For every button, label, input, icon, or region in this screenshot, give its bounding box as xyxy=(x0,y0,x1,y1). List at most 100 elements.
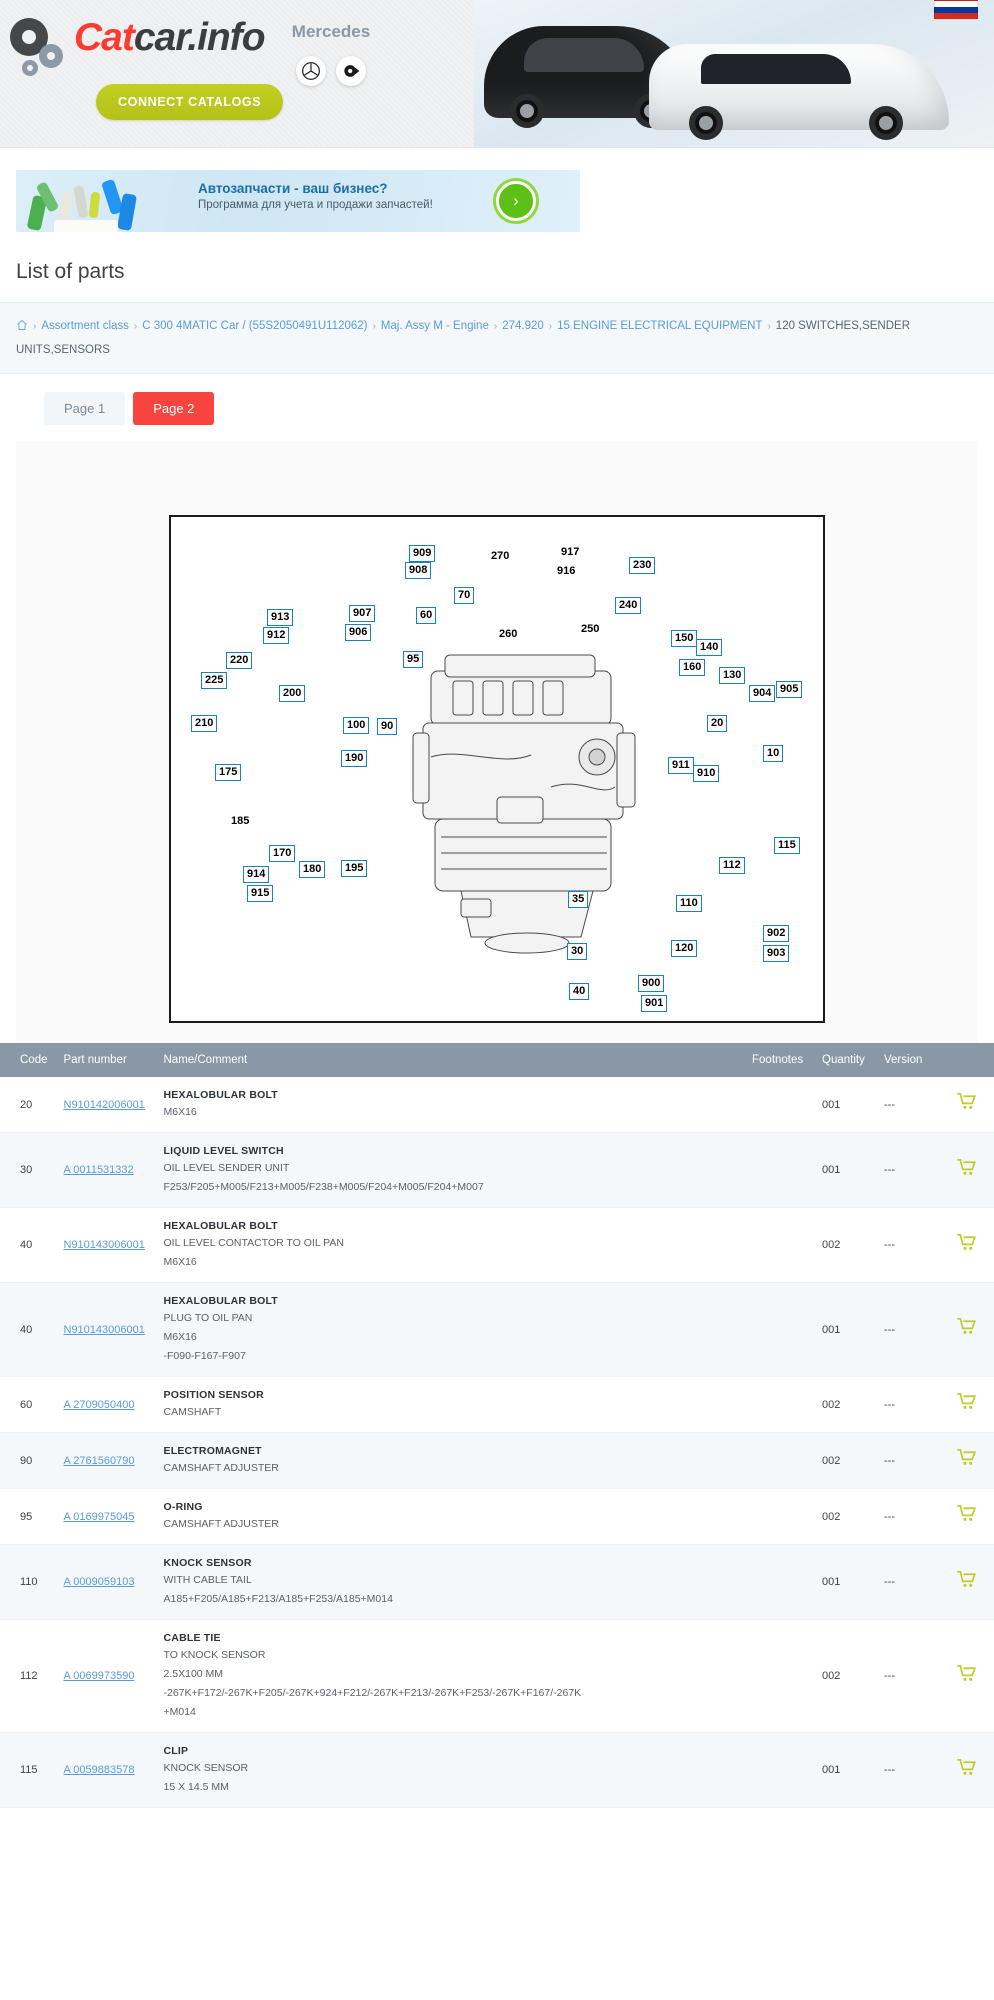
diagram-callout-175[interactable]: 175 xyxy=(215,764,242,781)
diagram-callout-95[interactable]: 95 xyxy=(403,651,424,668)
col-version[interactable]: Version xyxy=(876,1043,938,1077)
part-number-link[interactable]: N910142006001 xyxy=(63,1098,145,1111)
part-number-link[interactable]: A 0169975045 xyxy=(63,1510,135,1523)
diagram-callout-112[interactable]: 112 xyxy=(719,857,745,874)
diagram-callout-912[interactable]: 912 xyxy=(263,627,290,644)
diagram-callout-30[interactable]: 30 xyxy=(567,943,588,960)
shopping-cart-icon[interactable] xyxy=(956,1448,976,1472)
breadcrumb-item-4[interactable]: 15 ENGINE ELECTRICAL EQUIPMENT xyxy=(557,320,763,332)
part-number-link[interactable]: A 2761560790 xyxy=(63,1454,135,1467)
shopping-cart-icon[interactable] xyxy=(956,1392,976,1416)
shopping-cart-icon[interactable] xyxy=(956,1504,976,1528)
diagram-callout-913[interactable]: 913 xyxy=(267,609,294,626)
diagram-callout-160[interactable]: 160 xyxy=(679,659,706,676)
diagram-callout-902[interactable]: 902 xyxy=(763,925,790,942)
diagram-callout-270[interactable]: 270 xyxy=(491,550,510,562)
shopping-cart-icon[interactable] xyxy=(956,1233,976,1257)
diagram-callout-904[interactable]: 904 xyxy=(749,685,776,702)
diagram-callout-230[interactable]: 230 xyxy=(629,557,656,574)
part-number-link[interactable]: A 2709050400 xyxy=(63,1398,135,1411)
breadcrumb-item-2[interactable]: Maj. Assy M - Engine xyxy=(380,320,489,332)
connect-catalogs-button[interactable]: CONNECT CATALOGS xyxy=(96,84,284,120)
shopping-cart-icon[interactable] xyxy=(956,1664,976,1688)
diagram-callout-60[interactable]: 60 xyxy=(416,607,437,624)
diagram-callout-40[interactable]: 40 xyxy=(569,983,590,1000)
col-part[interactable]: Part number xyxy=(55,1043,156,1077)
col-name[interactable]: Name/Comment xyxy=(155,1043,744,1077)
diagram-callout-140[interactable]: 140 xyxy=(696,639,723,656)
shopping-cart-icon[interactable] xyxy=(956,1317,976,1341)
breadcrumb-item-0[interactable]: Assortment class xyxy=(41,320,129,332)
diagram-callout-220[interactable]: 220 xyxy=(226,652,253,669)
col-code[interactable]: Code xyxy=(0,1043,56,1077)
shopping-cart-icon[interactable] xyxy=(956,1092,976,1116)
smart-logo-icon[interactable] xyxy=(336,56,366,86)
diagram-callout-909[interactable]: 909 xyxy=(409,545,436,562)
diagram-callout-150[interactable]: 150 xyxy=(671,630,698,647)
home-icon[interactable] xyxy=(16,317,28,339)
diagram-callout-260[interactable]: 260 xyxy=(499,628,518,640)
part-number-link[interactable]: A 0011531332 xyxy=(63,1164,134,1176)
site-logo[interactable]: Catcar.info xyxy=(8,12,266,80)
shopping-cart-icon[interactable] xyxy=(956,1158,976,1182)
mercedes-star-icon[interactable] xyxy=(296,56,326,86)
diagram-callout-916[interactable]: 916 xyxy=(557,565,576,577)
diagram-callout-130[interactable]: 130 xyxy=(719,667,746,684)
diagram-callout-225[interactable]: 225 xyxy=(201,672,228,689)
diagram-callout-250[interactable]: 250 xyxy=(581,623,600,635)
diagram-callout-110[interactable]: 110 xyxy=(676,895,702,912)
diagram-callout-90[interactable]: 90 xyxy=(377,718,398,735)
diagram-callout-915[interactable]: 915 xyxy=(247,885,274,902)
part-number-link[interactable]: A 0059883578 xyxy=(63,1764,135,1776)
diagram-callout-200[interactable]: 200 xyxy=(279,685,306,702)
diagram-callout-195[interactable]: 195 xyxy=(341,860,368,877)
diagram-callout-906[interactable]: 906 xyxy=(345,624,372,641)
col-footnotes[interactable]: Footnotes xyxy=(744,1043,814,1077)
diagram-callout-914[interactable]: 914 xyxy=(243,866,270,883)
diagram-callout-185[interactable]: 185 xyxy=(231,815,250,827)
diagram-callout-190[interactable]: 190 xyxy=(341,750,368,767)
diagram-callout-903[interactable]: 903 xyxy=(763,945,790,962)
part-number-link[interactable]: A 0009059103 xyxy=(63,1576,135,1588)
diagram-callout-908[interactable]: 908 xyxy=(405,562,432,579)
diagram-callout-115[interactable]: 115 xyxy=(774,837,800,854)
breadcrumb-item-3[interactable]: 274.920 xyxy=(502,320,544,332)
shopping-cart-icon[interactable] xyxy=(956,1570,976,1594)
part-number-link[interactable]: N910143006001 xyxy=(63,1239,145,1251)
banner-arrow-icon[interactable]: › xyxy=(496,181,536,221)
tab-page-1[interactable]: Page 1 xyxy=(44,392,126,425)
diagram-callout-901[interactable]: 901 xyxy=(641,995,668,1012)
diagram-callout-911[interactable]: 911 xyxy=(668,757,694,774)
diagram-callout-170[interactable]: 170 xyxy=(269,845,296,862)
diagram-callout-100[interactable]: 100 xyxy=(343,717,370,734)
col-quantity[interactable]: Quantity xyxy=(814,1043,876,1077)
diagram-callout-10[interactable]: 10 xyxy=(763,745,784,762)
diagram-callout-120[interactable]: 120 xyxy=(671,940,698,957)
part-number-link[interactable]: N910143006001 xyxy=(63,1323,145,1336)
diagram-callout-35[interactable]: 35 xyxy=(568,891,589,908)
tab-page-2[interactable]: Page 2 xyxy=(133,392,215,425)
diagram-callout-917[interactable]: 917 xyxy=(561,546,580,558)
diagram-callout-907[interactable]: 907 xyxy=(349,605,376,622)
diagram-callout-180[interactable]: 180 xyxy=(299,861,326,878)
shopping-cart-icon[interactable] xyxy=(956,1758,976,1782)
diagram-callout-905[interactable]: 905 xyxy=(776,681,803,698)
diagram-callout-70[interactable]: 70 xyxy=(454,587,475,604)
russian-flag-icon[interactable] xyxy=(934,0,978,20)
diagram-callout-20[interactable]: 20 xyxy=(707,715,728,732)
diagram-callout-900[interactable]: 900 xyxy=(638,975,665,992)
promo-banner[interactable]: Автозапчасти - ваш бизнес? Программа для… xyxy=(16,170,580,232)
diagram-callout-210[interactable]: 210 xyxy=(191,715,218,732)
diagram-callout-240[interactable]: 240 xyxy=(615,597,642,614)
